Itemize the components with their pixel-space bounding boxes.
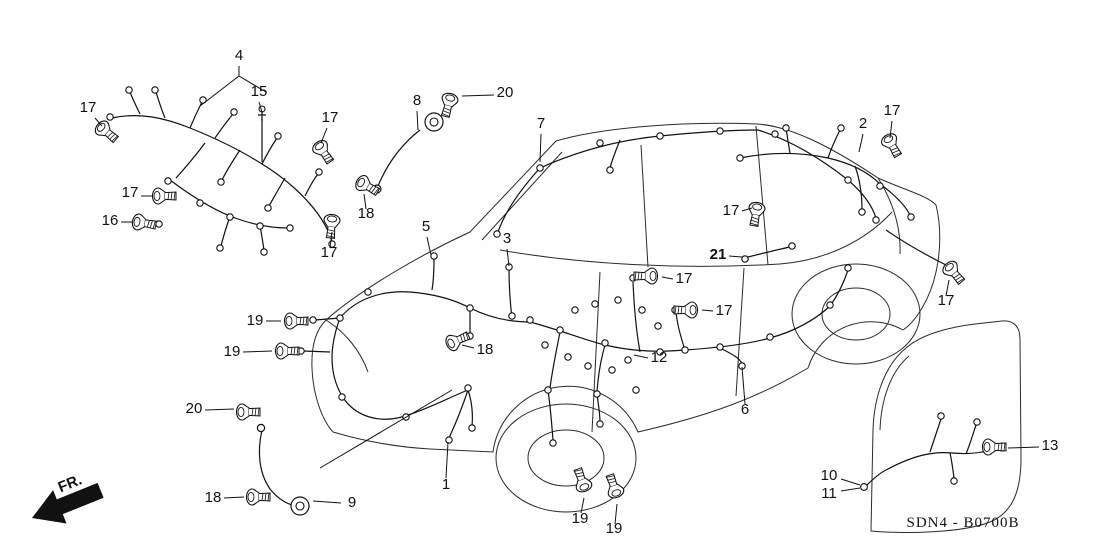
bolt-icon — [981, 438, 1007, 456]
rear-harness — [739, 127, 947, 266]
callout-3: 3 — [503, 230, 511, 247]
fr-direction-indicator: FR. — [32, 471, 104, 524]
callout-17-5: 17 — [321, 244, 338, 261]
floor-harness-connectors — [297, 252, 852, 447]
bolt-icon — [633, 267, 659, 285]
callout-11: 11 — [821, 485, 837, 502]
bolt-icon — [437, 91, 460, 120]
callout-1: 1 — [442, 476, 450, 493]
callout-17-2: 17 — [322, 109, 339, 126]
callout-2: 2 — [859, 115, 867, 132]
instrument-panel-harness-connectors — [106, 86, 336, 256]
bolt-icon — [92, 117, 122, 147]
callout-17-9: 17 — [716, 302, 733, 319]
callout-17-8: 17 — [938, 292, 955, 309]
door-harness — [865, 418, 1001, 487]
bolt-icon — [601, 471, 626, 501]
bolt-icon — [673, 301, 699, 319]
bolt-icon — [283, 312, 309, 330]
callout-19-1: 19 — [247, 312, 264, 329]
callout-4: 4 — [235, 47, 243, 64]
bolt-icon — [274, 342, 300, 360]
bolt-icon — [245, 488, 271, 506]
sub-cord-harness-8 — [372, 129, 421, 194]
ground-cable-9 — [256, 423, 298, 507]
callout-18-2: 18 — [477, 341, 494, 358]
bolt-icon — [939, 258, 969, 288]
callout-10: 10 — [821, 467, 838, 484]
bolt-icon — [151, 187, 177, 205]
ground-clamp-icon — [424, 112, 444, 132]
diagram-code: SDN4 - B0700B — [906, 515, 1019, 531]
callout-19-4: 19 — [606, 520, 623, 537]
ground-ring-terminal-icon — [290, 496, 310, 516]
door-panel-outline — [870, 320, 1022, 533]
floor-harness — [302, 257, 849, 441]
callout-8: 8 — [413, 92, 421, 109]
rear-harness-connectors — [736, 124, 915, 221]
harness-clip-icon — [257, 105, 267, 122]
callout-17-1: 17 — [80, 99, 97, 116]
sub-wire-21 — [741, 242, 796, 263]
roof-harness-connectors — [493, 127, 880, 238]
callout-12: 12 — [651, 349, 668, 366]
callout-7: 7 — [537, 115, 545, 132]
bolt-icon — [130, 212, 158, 234]
callout-17-4: 17 — [122, 184, 139, 201]
callout-20-2: 20 — [186, 400, 203, 417]
callout-17-7: 17 — [676, 270, 693, 287]
callout-16: 16 — [102, 212, 119, 229]
leader-lines — [94, 66, 1040, 525]
callout-15: 15 — [251, 83, 268, 100]
bolt-icon — [443, 327, 473, 354]
bolt-icon — [878, 130, 906, 161]
callout-19-2: 19 — [224, 343, 241, 360]
callout-20-1: 20 — [497, 84, 514, 101]
car-body-wireframe — [311, 122, 941, 513]
callout-19-3: 19 — [572, 510, 589, 527]
callout-labels: 4 15 17 17 8 20 7 2 17 17 16 18 17 5 3 1… — [80, 47, 1059, 537]
bolt-icon — [309, 137, 338, 167]
callout-17-6: 17 — [723, 202, 740, 219]
callout-18-1: 18 — [358, 205, 375, 222]
callout-6: 6 — [741, 401, 749, 418]
roof-harness — [497, 129, 877, 233]
bolt-icon — [745, 200, 767, 228]
callout-5: 5 — [422, 218, 430, 235]
callout-17-3: 17 — [884, 102, 901, 119]
fr-arrow-icon — [32, 482, 104, 524]
callout-13: 13 — [1042, 437, 1059, 454]
bolt-icon — [235, 403, 261, 421]
callout-9: 9 — [348, 494, 356, 511]
callout-21: 21 — [710, 246, 727, 263]
callout-18-3: 18 — [205, 489, 222, 506]
